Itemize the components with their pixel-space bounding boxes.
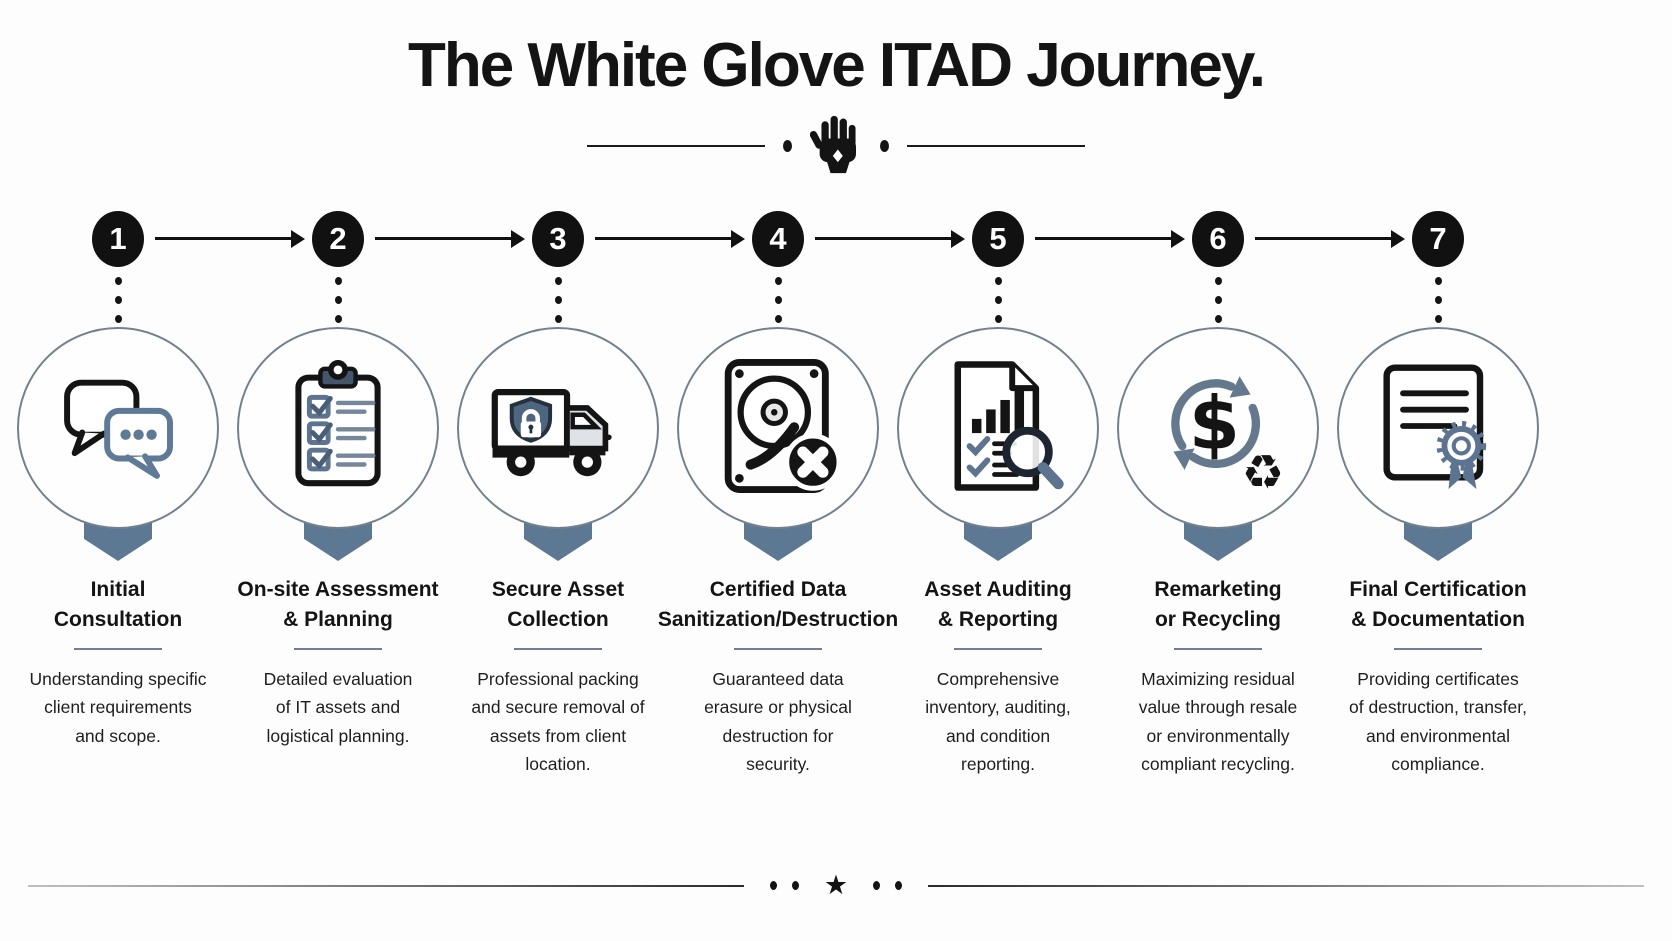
- title-decoration: [0, 115, 1672, 177]
- step-description: Professional packing and secure removal …: [471, 669, 645, 775]
- step-number-badge: 4: [752, 211, 804, 267]
- decor-line-left: [587, 144, 765, 148]
- step-column-5: 5: [888, 211, 1108, 779]
- step-title: Secure Asset Collection: [491, 578, 625, 631]
- recycle-glyph: ♻: [1242, 445, 1284, 496]
- step-arrow-3-4: [595, 229, 745, 248]
- step-icon-circle: [1337, 327, 1539, 529]
- footer-dot: [895, 881, 903, 890]
- step-number-badge: 2: [312, 211, 364, 267]
- footer-ornament: ★: [769, 870, 903, 901]
- step-number-badge: 5: [972, 211, 1024, 267]
- step-description: Providing certificates of destruction, t…: [1348, 669, 1527, 775]
- footer-dot: [791, 881, 799, 890]
- dotted-connector: [8, 267, 228, 325]
- dollar-glyph: $: [1189, 381, 1240, 466]
- footer-divider: ★: [0, 872, 1672, 899]
- step-arrow-5-6: [1035, 229, 1185, 248]
- secure-truck-icon: [488, 367, 628, 490]
- white-glove-hand-icon: [809, 114, 862, 179]
- hard-drive-destruction-icon: [703, 350, 853, 507]
- chat-bubbles-icon: [53, 361, 183, 496]
- footer-dot: [873, 881, 881, 890]
- step-column-1: 1: [8, 211, 228, 779]
- step-column-6: 6 $ ♻ Remarketing or Recycling Maximi: [1108, 211, 1328, 779]
- audit-report-magnifier-icon: [927, 355, 1069, 502]
- steps-row: 1: [8, 211, 1548, 779]
- step-column-2: 2: [228, 211, 448, 779]
- dotted-connector: [1328, 267, 1548, 325]
- dotted-connector: [448, 267, 668, 325]
- step-icon-circle: [17, 327, 219, 529]
- page-title: The White Glove ITAD Journey.: [407, 31, 1266, 100]
- step-icon-circle: [237, 327, 439, 529]
- step-arrow-6-7: [1255, 229, 1405, 248]
- step-icon-circle: [457, 327, 659, 529]
- step-title: Final Certification & Documentation: [1349, 578, 1527, 631]
- step-number-badge: 7: [1412, 211, 1464, 267]
- step-description: Understanding specific client requiremen…: [29, 669, 207, 746]
- footer-line-right: [928, 884, 1644, 887]
- step-description: Maximizing residual value through resale…: [1138, 669, 1298, 775]
- step-column-3: 3: [448, 211, 668, 779]
- decor-dot-left: [783, 140, 792, 152]
- decor-dot-right: [880, 140, 889, 152]
- dollar-cycle-recycle-icon: $ ♻: [1147, 355, 1289, 502]
- step-title: Asset Auditing & Reporting: [924, 578, 1072, 631]
- step-description: Detailed evaluation of IT assets and log…: [263, 669, 413, 746]
- step-title: Initial Consultation: [53, 578, 183, 631]
- clipboard-checklist-icon: [272, 359, 404, 497]
- step-arrow-1-2: [155, 229, 305, 248]
- step-divider: [1394, 647, 1482, 651]
- step-divider: [294, 647, 382, 651]
- dotted-connector: [668, 267, 888, 325]
- decor-line-right: [907, 144, 1085, 148]
- dotted-connector: [1108, 267, 1328, 325]
- step-title: Remarketing or Recycling: [1154, 578, 1282, 631]
- step-icon-circle: [677, 327, 879, 529]
- step-title: Certified Data Sanitization/Destruction: [657, 578, 899, 631]
- step-arrow-2-3: [375, 229, 525, 248]
- step-description: Comprehensive inventory, auditing, and c…: [925, 669, 1071, 775]
- footer-line-left: [28, 884, 744, 887]
- step-number-badge: 1: [92, 211, 144, 267]
- step-number-badge: 6: [1192, 211, 1244, 267]
- step-divider: [954, 647, 1042, 651]
- step-number-badge: 3: [532, 211, 584, 267]
- star-icon: ★: [823, 870, 849, 901]
- step-icon-circle: $ ♻: [1117, 327, 1319, 529]
- step-divider: [74, 647, 162, 651]
- certificate-ribbon-icon: [1368, 356, 1508, 501]
- step-column-4: 4: [658, 211, 898, 779]
- dotted-connector: [228, 267, 448, 325]
- step-icon-circle: [897, 327, 1099, 529]
- step-column-7: 7: [1328, 211, 1548, 779]
- step-divider: [1174, 647, 1262, 651]
- step-title: On-site Assessment & Planning: [237, 578, 439, 631]
- step-arrow-4-5: [815, 229, 965, 248]
- step-divider: [734, 647, 822, 651]
- step-divider: [514, 647, 602, 651]
- step-description: Guaranteed data erasure or physical dest…: [704, 669, 852, 775]
- dotted-connector: [888, 267, 1108, 325]
- footer-dot: [769, 881, 777, 890]
